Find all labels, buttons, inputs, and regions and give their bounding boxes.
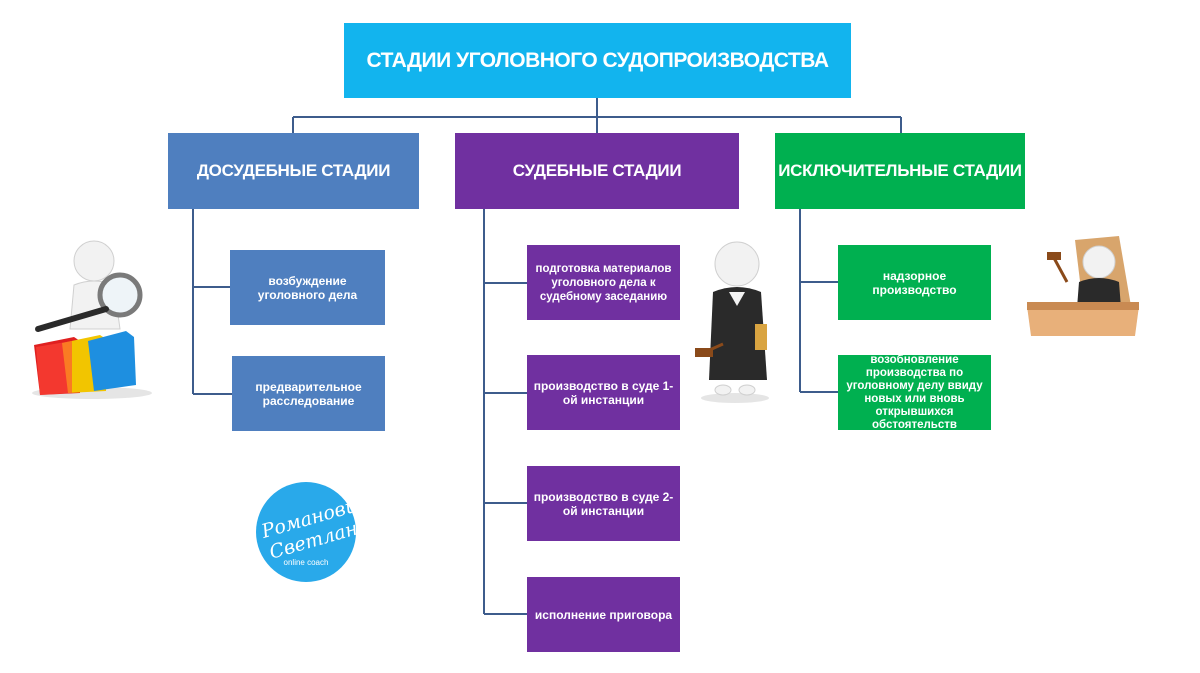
pretrial-item-initiation: возбуждение уголовного дела	[230, 250, 385, 325]
exceptional-item-supervisory: надзорное производство	[838, 245, 991, 320]
trial-item-sentence-execution: исполнение приговора	[527, 577, 680, 652]
trial-item-second-instance: производство в суде 2-ой инстанции	[527, 466, 680, 541]
logo-subtitle: online coach	[283, 558, 329, 567]
diagram-title: СТАДИИ УГОЛОВНОГО СУДОПРОИЗВОДСТВА	[344, 23, 851, 98]
pretrial-stages-header: ДОСУДЕБНЫЕ СТАДИИ	[168, 133, 419, 209]
trial-item-preparation: подготовка материалов уголовного дела к …	[527, 245, 680, 320]
exceptional-stages-header: ИСКЛЮЧИТЕЛЬНЫЕ СТАДИИ	[775, 133, 1025, 209]
trial-stages-header: СУДЕБНЫЕ СТАДИИ	[455, 133, 739, 209]
judge-figure-icon	[695, 241, 769, 403]
exceptional-item-renewal: возобновление производства по уголовному…	[838, 354, 991, 431]
judge-bench-icon	[1027, 236, 1139, 336]
pretrial-item-investigation: предварительное расследование	[232, 356, 385, 431]
trial-item-first-instance: производство в суде 1-ой инстанции	[527, 355, 680, 430]
coach-logo: Романович Светлана online coach	[256, 482, 371, 582]
magnifier-figure-icon	[32, 240, 152, 399]
folders-icon	[34, 331, 136, 395]
